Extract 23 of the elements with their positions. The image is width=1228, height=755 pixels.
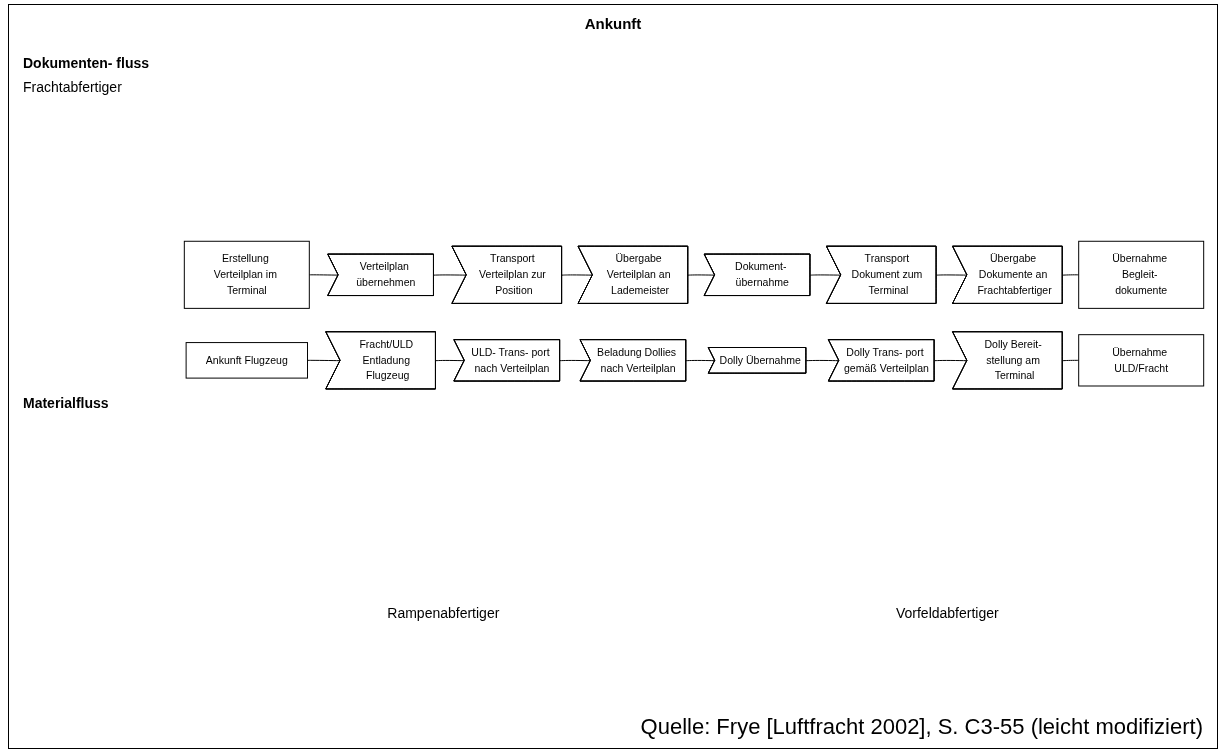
diagram-title: Ankunft [583,15,643,32]
connector [805,359,840,362]
connector [1062,274,1080,276]
node-box: Ankunft Flugzeug [185,341,308,379]
node-box: Übernahme Begleit- dokumente [1078,240,1205,309]
role-label: Frachtabfertiger [23,79,123,95]
lane-heading: Dokumenten- fluss [23,55,150,71]
connector [809,274,842,276]
connector [933,359,968,362]
connector [561,274,594,276]
connector [308,274,339,276]
connector [307,359,341,362]
role-label: Vorfeldabfertiger [895,605,999,621]
connector [685,359,716,362]
connector [687,274,716,276]
source-caption: Quelle: Frye [Luftfracht 2002], S. C3-55 (leicht modifiziert) [640,714,1203,740]
connector [433,274,468,276]
connector [935,274,968,276]
node-box: Übernahme ULD/Fracht [1078,334,1205,387]
lane-heading: Materialfluss [23,395,110,411]
node-box: Erstellung Verteilplan im Terminal [183,240,310,309]
connector [1062,359,1080,362]
role-label: Rampenabfertiger [387,605,500,621]
